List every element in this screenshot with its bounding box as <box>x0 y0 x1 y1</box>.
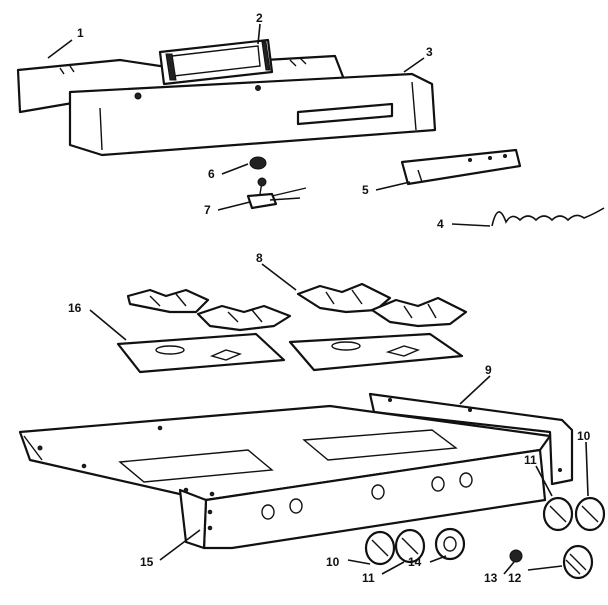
cooktop-main-panel <box>18 404 552 550</box>
igniter-assembly <box>246 177 307 210</box>
burner-pan-left <box>116 332 286 374</box>
callout-3: 3 <box>426 45 433 59</box>
leader-lines <box>47 23 589 575</box>
control-knob-10-side <box>574 496 606 532</box>
burner-assembly-right-rear <box>296 282 392 314</box>
backguard-front-panel <box>68 72 437 157</box>
burner-assembly-right-front <box>370 296 468 328</box>
control-knob-11-side <box>542 496 574 532</box>
nameplate <box>491 207 605 227</box>
callout-11-front: 11 <box>362 571 375 585</box>
knob-insert-13 <box>509 549 523 563</box>
callout-13: 13 <box>484 571 498 585</box>
callout-16: 16 <box>68 301 82 315</box>
callout-14: 14 <box>408 555 422 569</box>
burner-assembly-left-rear <box>126 288 210 314</box>
burner-pan-right <box>288 332 464 372</box>
callout-labels: 1 2 3 4 5 6 7 8 9 10 10 11 11 12 13 14 1… <box>68 11 591 585</box>
callout-9: 9 <box>485 363 492 377</box>
callout-10-front: 10 <box>326 555 340 569</box>
callout-1: 1 <box>77 26 84 40</box>
callout-10-side: 10 <box>577 429 591 443</box>
backguard-bracket <box>158 38 274 86</box>
callout-7: 7 <box>204 203 211 217</box>
control-knob-10-front <box>364 530 396 566</box>
callout-2: 2 <box>256 11 263 25</box>
bracket-tube <box>400 148 522 186</box>
callout-12: 12 <box>508 571 522 585</box>
burner-assembly-left-front <box>196 304 292 332</box>
control-knob-11-front <box>394 528 426 564</box>
callout-8: 8 <box>256 251 263 265</box>
control-knob-14 <box>434 527 466 561</box>
callout-15: 15 <box>140 555 154 569</box>
screw-small <box>249 156 267 170</box>
callout-4: 4 <box>437 217 444 231</box>
callout-5: 5 <box>362 183 369 197</box>
callout-6: 6 <box>208 167 215 181</box>
callout-11-side: 11 <box>524 453 537 467</box>
control-knob-12 <box>562 544 594 580</box>
